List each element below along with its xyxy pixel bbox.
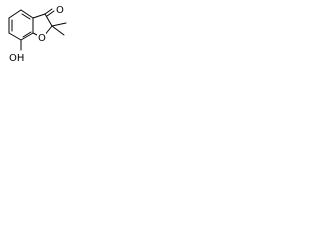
- ring-oxygen-mask: [37, 32, 46, 43]
- benzene-bond-bottom-left: [8, 32, 22, 41]
- carbonyl-bond-1: [44, 8, 53, 15]
- methyl-bond-1: [51, 22, 67, 27]
- carbonyl-oxygen-label: O: [56, 5, 64, 16]
- hydroxyl-label: OH: [9, 53, 24, 64]
- carbonyl-oxygen-mask: [55, 4, 64, 15]
- bond-c3a-c3: [32, 13, 46, 19]
- benzene-double-bond-inner-2: [22, 31, 32, 38]
- carbonyl-group: [44, 8, 55, 17]
- benzene-ring: [8, 9, 34, 41]
- methyl-bond-2: [51, 25, 65, 36]
- benzene-double-bond-inner-3: [21, 13, 31, 20]
- benzene-bond-top-right: [20, 9, 34, 19]
- benzene-bond-top-left: [8, 9, 22, 19]
- chemical-structure-diagram: O O OH: [8, 4, 67, 64]
- carbonyl-bond-2: [46, 10, 55, 17]
- hydroxyl-mask: [8, 51, 28, 63]
- gem-dimethyl: [51, 22, 67, 36]
- benzene-bond-bottom-right: [20, 32, 34, 41]
- ring-oxygen-label: O: [38, 33, 46, 44]
- bond-c3-c2: [44, 13, 53, 27]
